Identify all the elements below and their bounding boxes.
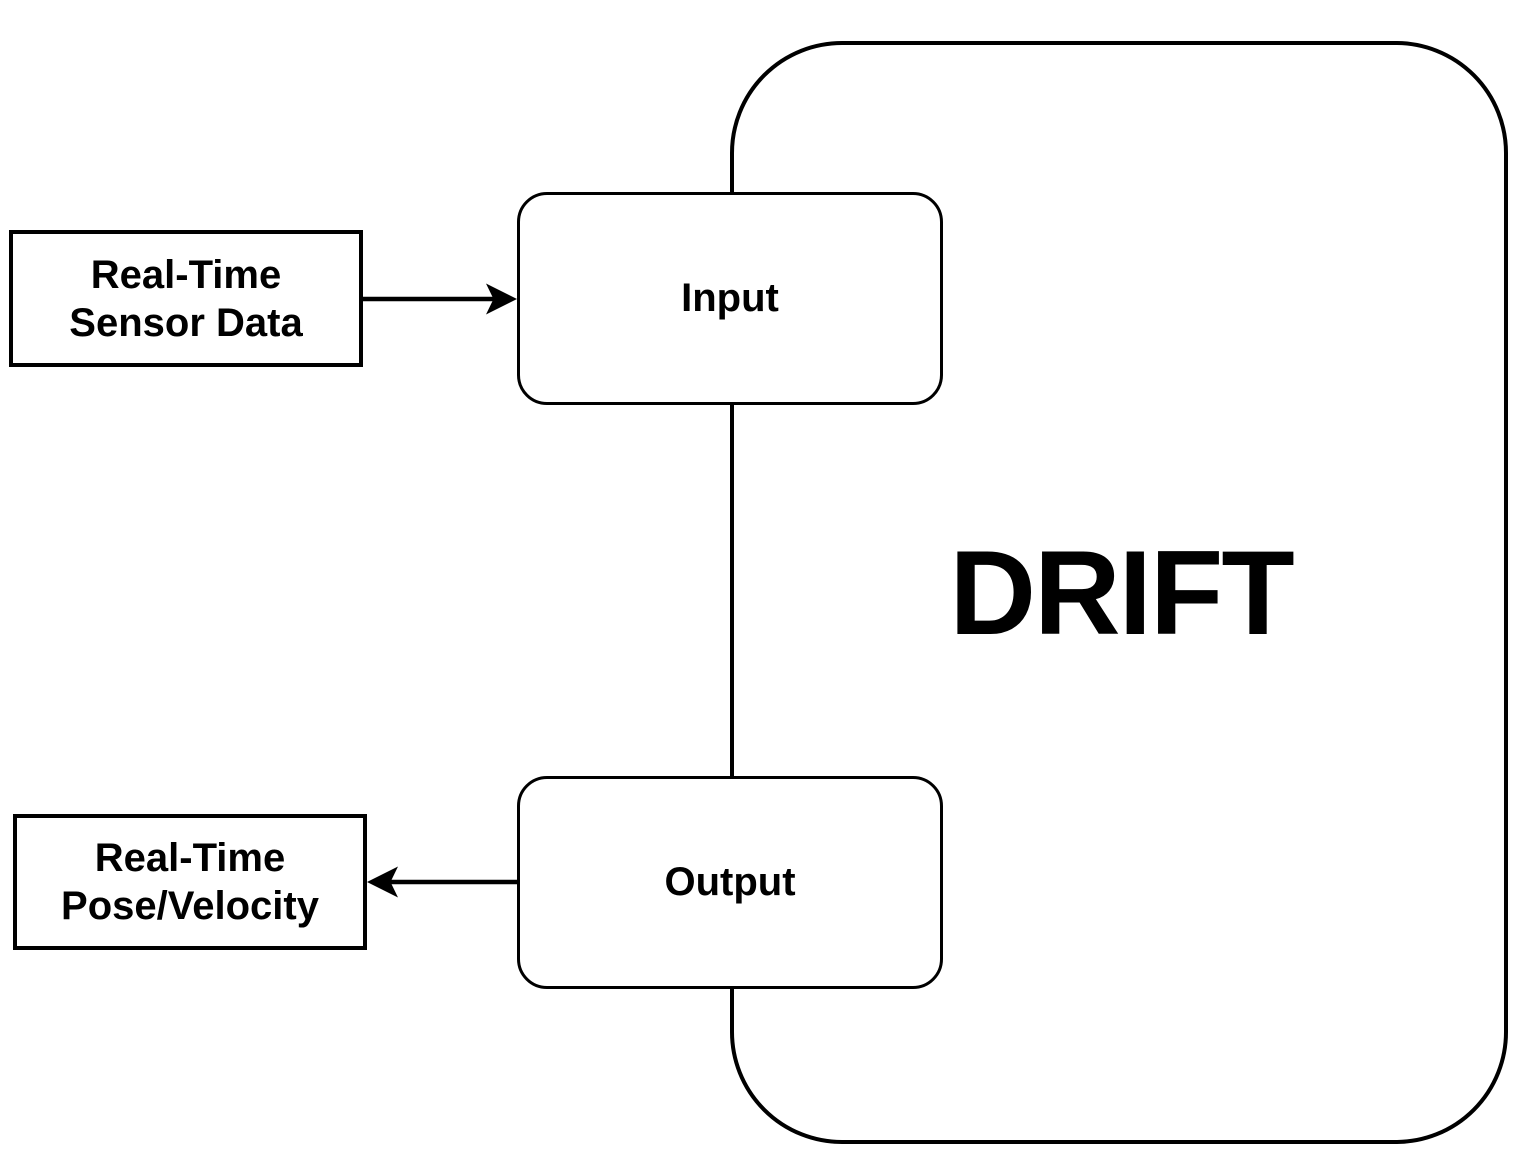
node-output: Output [517, 776, 943, 989]
edge-sensor-to-input [362, 283, 517, 315]
node-pose-velocity: Real-Time Pose/Velocity [13, 814, 367, 950]
arrowhead-right-icon [486, 283, 517, 315]
drift-label: DRIFT [949, 525, 1294, 660]
node-input: Input [517, 192, 943, 405]
input-label: Input [681, 276, 779, 320]
pose-velocity-label-line1: Real-Time [94, 836, 286, 880]
sensor-data-label-line2: Sensor Data [69, 300, 303, 345]
pose-velocity-label-line2: Pose/Velocity [61, 884, 319, 928]
edge-output-to-pose [367, 866, 517, 898]
sensor-data-label-line1: Real-Time [90, 252, 282, 297]
node-sensor-data: Real-Time Sensor Data [9, 230, 363, 367]
node-drift: DRIFT [730, 41, 1508, 1144]
output-label: Output [664, 860, 796, 904]
arrowhead-left-icon [367, 866, 398, 898]
